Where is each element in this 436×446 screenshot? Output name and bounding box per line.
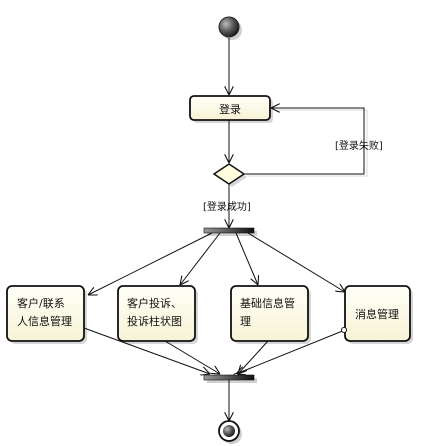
chart-activity[interactable] [117,285,196,342]
edge-fork-to-customer [88,232,213,295]
customer-activity-line-1: 客户/联系 [17,296,65,310]
guard-success-label: [登录成功] [203,200,251,213]
edge-fork-to-message [247,232,345,292]
initial-node [218,16,240,38]
edge-decision-to-login-loop [244,108,365,175]
message-edge-endpoint [340,326,348,334]
edge-customer-to-join [83,327,210,374]
guard-fail-label: [登录失败] [335,139,383,152]
edge-message-to-join [236,329,346,374]
message-activity-label: 消息管理 [355,307,399,321]
fork-bar-shadow [207,231,257,236]
edge-base-to-join [238,340,269,374]
final-node-core [223,425,235,437]
base-activity[interactable] [230,285,309,342]
fork-bar [203,227,255,234]
edge-decision-to-login-loop-shadow [247,109,368,177]
customer-activity[interactable] [6,285,85,342]
edge-fork-to-base [235,232,258,285]
join-bar-shadow [207,378,257,383]
base-activity-line-2: 理 [240,315,251,328]
login-activity-label: 登录 [219,102,241,116]
base-activity-line-1: 基础信息管 [240,296,295,310]
chart-activity-line-1: 客户投诉、 [127,296,182,310]
chart-activity-line-2: 投诉柱状图 [127,314,182,328]
edge-chart-to-join [164,340,220,374]
message-activity[interactable] [344,285,411,342]
edge-fork-to-chart [180,232,221,285]
customer-activity-line-2: 人信息管理 [17,314,72,328]
join-bar [203,374,255,381]
login-activity[interactable] [189,95,271,121]
